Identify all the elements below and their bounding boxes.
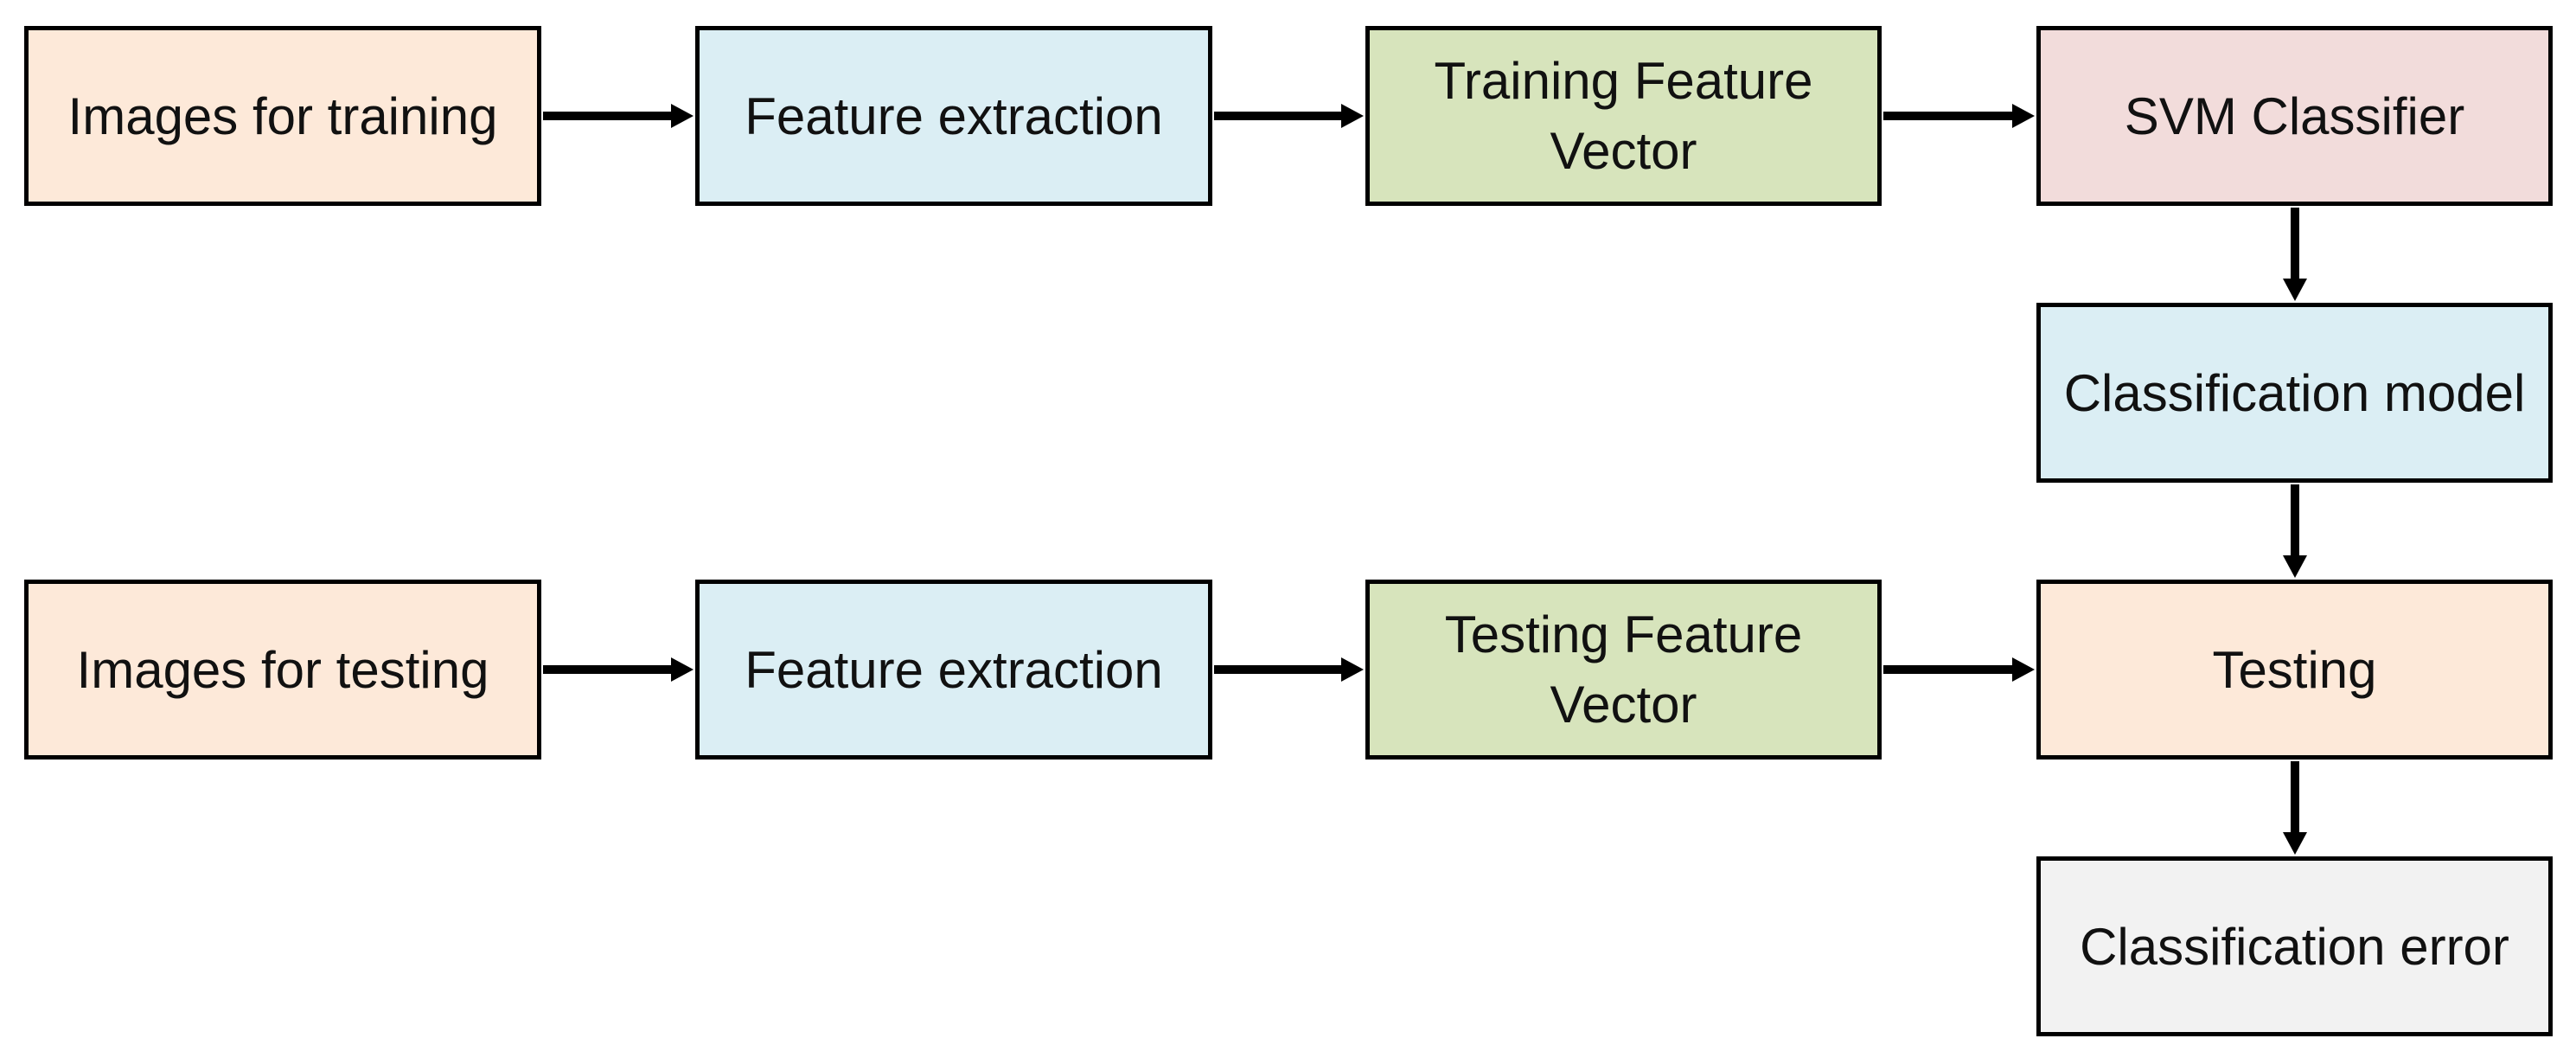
testing-feature-vector-label: Testing Feature Vector — [1444, 606, 1803, 734]
arrow-classification_model-to-testing — [2283, 484, 2307, 578]
feature-extraction-training-box: Feature extraction — [695, 26, 1212, 206]
testing-label: Testing — [2212, 640, 2377, 699]
images-for-testing-box: Images for testing — [24, 580, 541, 760]
images-for-training-box: Images for training — [24, 26, 541, 206]
arrow-svm-to-classification_model — [2283, 208, 2307, 301]
classification-model-box: Classification model — [2036, 303, 2553, 483]
arrow-training_vector-to-svm — [1883, 104, 2035, 128]
classification-model-label: Classification model — [2063, 363, 2526, 422]
svm-classifier-box: SVM Classifier — [2036, 26, 2553, 206]
arrow-testing_vector-to-testing — [1883, 657, 2035, 682]
arrow-images_training-to-feature_extraction_train — [543, 104, 694, 128]
images-for-training-label: Images for training — [67, 87, 498, 145]
training-feature-vector-label: Training Feature Vector — [1434, 52, 1813, 180]
feature-extraction-testing-box: Feature extraction — [695, 580, 1212, 760]
svm-classifier-label: SVM Classifier — [2124, 87, 2465, 145]
feature-extraction-testing-label: Feature extraction — [745, 640, 1163, 699]
feature-extraction-training-label: Feature extraction — [745, 87, 1163, 145]
arrow-feature_extraction_test-to-testing_vector — [1214, 657, 1364, 682]
classification-error-box: Classification error — [2036, 856, 2553, 1036]
training-feature-vector-box: Training Feature Vector — [1365, 26, 1882, 206]
arrow-feature_extraction_train-to-training_vector — [1214, 104, 1364, 128]
testing-box: Testing — [2036, 580, 2553, 760]
classification-error-label: Classification error — [2080, 917, 2509, 976]
arrow-images_testing-to-feature_extraction_test — [543, 657, 694, 682]
images-for-testing-label: Images for testing — [76, 640, 489, 699]
arrow-testing-to-classification_error — [2283, 761, 2307, 855]
testing-feature-vector-box: Testing Feature Vector — [1365, 580, 1882, 760]
